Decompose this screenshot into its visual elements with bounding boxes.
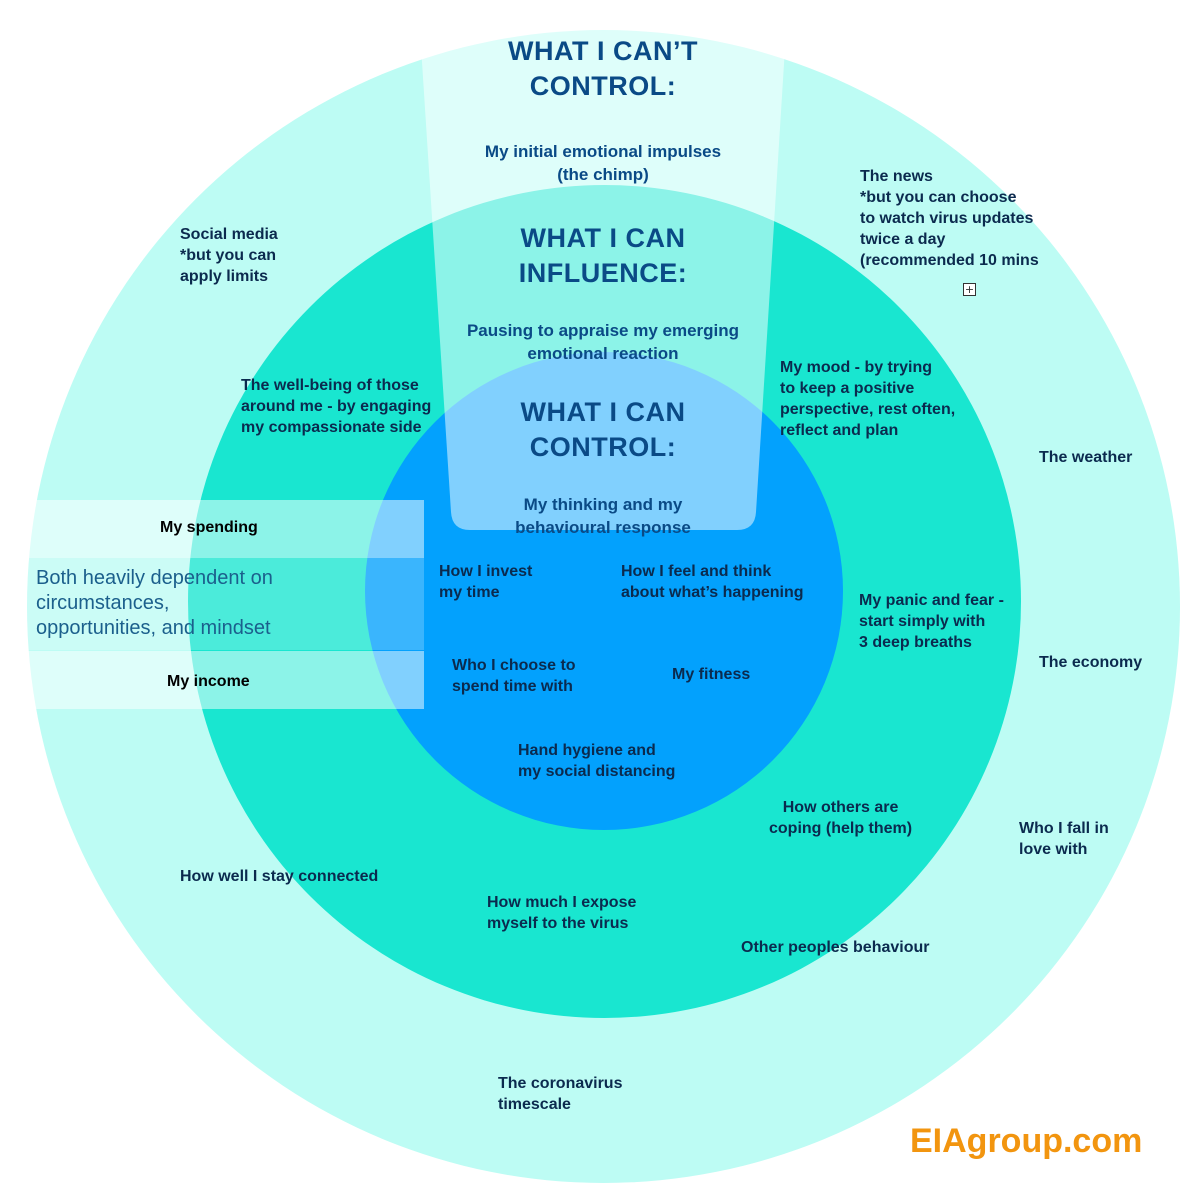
expand-icon[interactable]: + (963, 283, 976, 296)
item-feel-think: How I feel and think about what’s happen… (621, 563, 804, 601)
dependency-note: Both heavily dependent on circumstances,… (36, 567, 273, 639)
cant-control-title: WHAT I CAN’T CONTROL: (508, 36, 698, 101)
influence-subtitle: Pausing to appraise my emerging emotiona… (466, 321, 740, 363)
item-mood: My mood - by trying to keep a positive p… (780, 359, 956, 439)
item-who-spend-time: Who I choose to spend time with (452, 657, 576, 695)
item-social-media: Social media *but you can apply limits (180, 226, 278, 285)
cant-control-heading: WHAT I CAN’T CONTROL: My initial emotion… (418, 16, 788, 204)
brand-logo-text[interactable]: EIAgroup.com (910, 1122, 1143, 1160)
item-economy: The economy (1039, 654, 1143, 671)
spending-label: My spending (160, 519, 258, 536)
item-coronavirus-timescale: The coronavirus timescale (498, 1075, 623, 1113)
item-others-coping: How others are coping (help them) (769, 799, 913, 837)
spending-bar (27, 500, 424, 558)
item-others-behaviour: Other peoples behaviour (741, 939, 930, 956)
item-panic-fear: My panic and fear - start simply with 3 … (859, 592, 1004, 651)
item-invest-time: How I invest my time (439, 563, 533, 601)
note-band (27, 558, 424, 650)
income-label: My income (167, 673, 250, 690)
control-subtitle: My thinking and my behavioural response (515, 495, 691, 537)
item-wellbeing: The well-being of those around me - by e… (241, 377, 432, 436)
item-fall-in-love: Who I fall in love with (1019, 820, 1109, 858)
influence-title: WHAT I CAN INFLUENCE: (518, 223, 688, 288)
item-stay-connected: How well I stay connected (180, 868, 379, 885)
cant-control-subtitle: My initial emotional impulses (the chimp… (484, 142, 722, 184)
income-bar (27, 651, 424, 709)
control-title: WHAT I CAN CONTROL: (520, 397, 686, 462)
item-the-news: The news *but you can choose to watch vi… (860, 168, 1039, 269)
item-weather: The weather (1039, 449, 1133, 466)
emotion-wedge (418, 0, 788, 530)
item-expose-virus: How much I expose myself to the virus (487, 894, 637, 932)
influence-heading: WHAT I CAN INFLUENCE: Pausing to apprais… (418, 203, 788, 383)
item-fitness: My fitness (672, 666, 751, 683)
control-heading: WHAT I CAN CONTROL: My thinking and my b… (450, 377, 756, 557)
item-hygiene: Hand hygiene and my social distancing (518, 742, 676, 780)
